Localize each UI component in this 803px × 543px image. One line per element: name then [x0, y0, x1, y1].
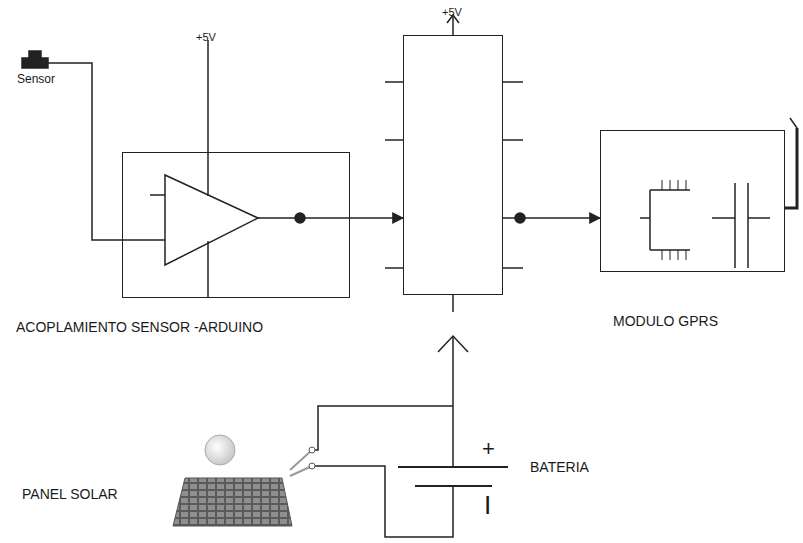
solar-panel: [173, 435, 315, 526]
sensor-label: Sensor: [17, 72, 55, 86]
signal-arrow: [350, 217, 403, 219]
battery-symbol: [398, 467, 508, 486]
node-caption: MODULO GPRS: [613, 313, 718, 329]
amplifier-symbol: [165, 175, 258, 265]
gprs-chip-symbol: [640, 190, 690, 250]
supply-wire: [207, 40, 209, 196]
power-wire: [312, 406, 453, 450]
arduino-box: +5V: [403, 35, 503, 295]
node-caption: +5V: [442, 6, 462, 18]
gprs-box: MODULO GPRS: [600, 130, 785, 272]
polarity-sign: +: [482, 436, 495, 462]
capacitor-symbol: [712, 183, 770, 268]
ground-wire: [312, 466, 453, 537]
node-caption: ACOPLAMIENTO SENSOR -ARDUINO: [16, 319, 263, 335]
polarity-sign: I: [484, 490, 491, 521]
coupling-box: ACOPLAMIENTO SENSOR -ARDUINO: [122, 152, 350, 298]
panel-label: PANEL SOLAR: [22, 486, 118, 502]
battery-label: BATERIA: [530, 459, 589, 475]
signal-arrow: [503, 217, 600, 219]
voltage-label: +5V: [196, 31, 216, 43]
antenna: [785, 128, 797, 208]
